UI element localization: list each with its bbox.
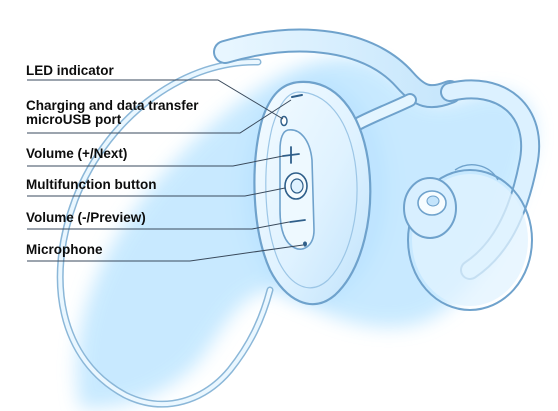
leader-line-volume-up [27,155,284,167]
microusb-port [291,94,303,98]
charging-port-label-line2: microUSB port [26,112,122,127]
multifunction-button [284,172,308,200]
volume-down-button [289,219,306,223]
control-pod [253,80,372,306]
microphone-label: Microphone [26,242,103,257]
volume-up-label: Volume (+/Next) [26,146,128,161]
ear-hook-band [213,28,540,280]
earbud-tip [403,164,533,311]
leader-line-microphone [27,244,304,262]
multifunction-button-label: Multifunction button [26,177,157,192]
volume-down-label: Volume (-/Preview) [26,210,146,225]
leader-line-volume-down [27,221,290,230]
charging-port-label-line1: Charging and data transfer [26,98,199,113]
leader-lines [27,79,304,262]
volume-up-button [282,146,300,164]
charging-port-label: Charging and data transfer microUSB port [26,99,199,127]
leader-line-led [27,79,284,120]
leader-line-charging [27,99,292,134]
microphone-hole [303,241,307,247]
led-indicator-label: LED indicator [26,63,114,78]
neckband [56,58,274,408]
leader-line-multifunction [27,187,286,197]
